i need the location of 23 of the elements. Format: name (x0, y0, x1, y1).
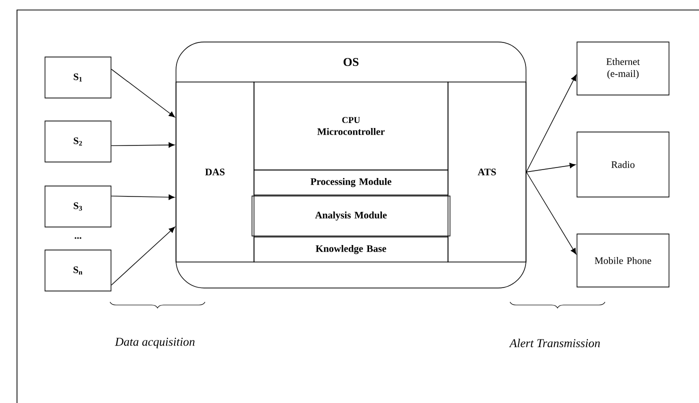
arrow (111, 226, 176, 286)
arrow (111, 142, 175, 148)
caption-label: Data acquisition (114, 338, 195, 348)
sensor-box: S$_{3}$ (44, 186, 112, 228)
caption-label: Alert Transmission (509, 338, 600, 348)
device-box: Radio (576, 132, 670, 198)
arrow (526, 172, 576, 254)
sensor-box: S$_{1}$ (44, 56, 112, 98)
module-box: Processing Module (254, 170, 448, 196)
sensor-box: S$_{n}$ (44, 250, 112, 292)
device-box: Mobile Phone (576, 234, 670, 288)
module-box: Analysis Module (252, 196, 450, 236)
module-box: Knowledge Base (254, 236, 448, 262)
module-box: DAS (176, 82, 254, 262)
arrow (526, 162, 576, 172)
module-box: ATS (448, 82, 526, 262)
device-box: Ethernet (e-mail) (576, 42, 670, 96)
module-box: CPU Microcontroller (254, 82, 448, 170)
arrow (111, 68, 175, 118)
arrow (111, 194, 175, 200)
sensor-box: S$_{2}$ (44, 120, 112, 162)
arrow (526, 74, 576, 172)
ellipsis-label: ... (74, 237, 82, 239)
